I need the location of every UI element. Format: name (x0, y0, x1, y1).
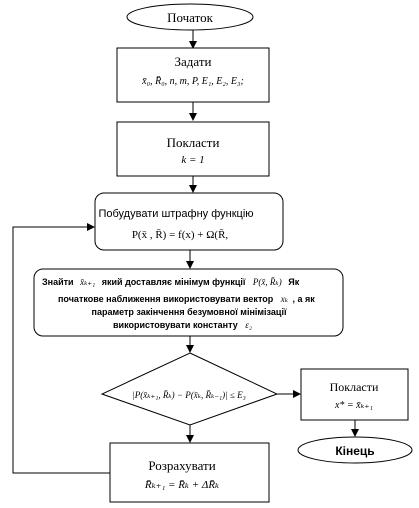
end-label: Кінець (335, 444, 374, 458)
node-check: |P(x̄ₖ₊₁, R̄ₖ) − P(x̄ₖ, R̄ₖ₋₁)| ≤ E₃ (100, 352, 279, 426)
minimize-line1: Знайти x̄ₖ₊₁ який доставляє мінімум функ… (42, 277, 300, 287)
minimize-line2-a: початкове наближення використовувати век… (58, 294, 274, 304)
set-formula: x̄₀, R̄₀, n, m, P, E₁, E₂, E₃; (141, 75, 244, 87)
node-start: Початок (126, 3, 254, 31)
check-diamond (100, 352, 279, 426)
assign-box (300, 368, 409, 421)
minimize-line3: параметр закінчення безумовної мінімізац… (92, 307, 287, 317)
minimize-line1-c: Як (288, 277, 299, 287)
start-terminal (126, 3, 254, 31)
set-box (116, 47, 270, 103)
minimize-line2: початкове наближення використовувати век… (58, 294, 315, 304)
minimize-line1-func: P(x̄, R̄ₖ) (252, 277, 282, 287)
update-formula: R̄ₖ₊₁ = R̄ₖ + ΔR̄ₖ (144, 479, 219, 491)
edge-loop-back (12, 223, 110, 474)
minimize-line4-var: ε₂ (245, 320, 252, 330)
set-title: Задати (175, 54, 212, 69)
node-assign: Покласти x* = x̄ₖ₊₁ (300, 368, 409, 421)
init-title: Покласти (167, 135, 220, 150)
node-penalty: Побудувати штрафну функцію P(x̄ , R̄) = … (94, 192, 284, 251)
init-box (116, 121, 270, 177)
penalty-formula: P(x̄ , R̄) = f(x) + Ω(R̄, (132, 229, 229, 241)
start-label: Початок (167, 10, 214, 25)
edges (12, 30, 359, 474)
init-formula: k = 1 (181, 154, 204, 166)
node-init: Покласти k = 1 (116, 121, 270, 177)
node-update: Розрахувати R̄ₖ₊₁ = R̄ₖ + ΔR̄ₖ (109, 442, 270, 503)
update-title: Розрахувати (148, 458, 215, 473)
minimize-box (33, 268, 344, 337)
minimize-line4: використовувати константу ε₂ (113, 320, 252, 330)
node-minimize: Знайти x̄ₖ₊₁ який доставляє мінімум функ… (33, 268, 344, 337)
minimize-line1-b: який доставляє мінімум функції (102, 277, 246, 287)
penalty-title: Побудувати штрафну функцію (98, 208, 253, 220)
minimize-line2-var: xₖ (280, 294, 289, 304)
node-end: Кінець (297, 436, 413, 464)
check-formula: |P(x̄ₖ₊₁, R̄ₖ) − P(x̄ₖ, R̄ₖ₋₁)| ≤ E₃ (132, 390, 245, 400)
penalty-box (94, 192, 284, 251)
minimize-line2-b: , а як (293, 294, 316, 304)
node-set: Задати x̄₀, R̄₀, n, m, P, E₁, E₂, E₃; (116, 47, 270, 103)
minimize-line1-a: Знайти (42, 277, 74, 287)
end-terminal (297, 436, 413, 464)
minimize-line1-var: x̄ₖ₊₁ (79, 277, 95, 287)
minimize-line4-a: використовувати константу (113, 320, 238, 330)
update-box (109, 442, 270, 503)
assign-formula: x* = x̄ₖ₊₁ (334, 400, 373, 411)
assign-title: Покласти (330, 380, 379, 394)
